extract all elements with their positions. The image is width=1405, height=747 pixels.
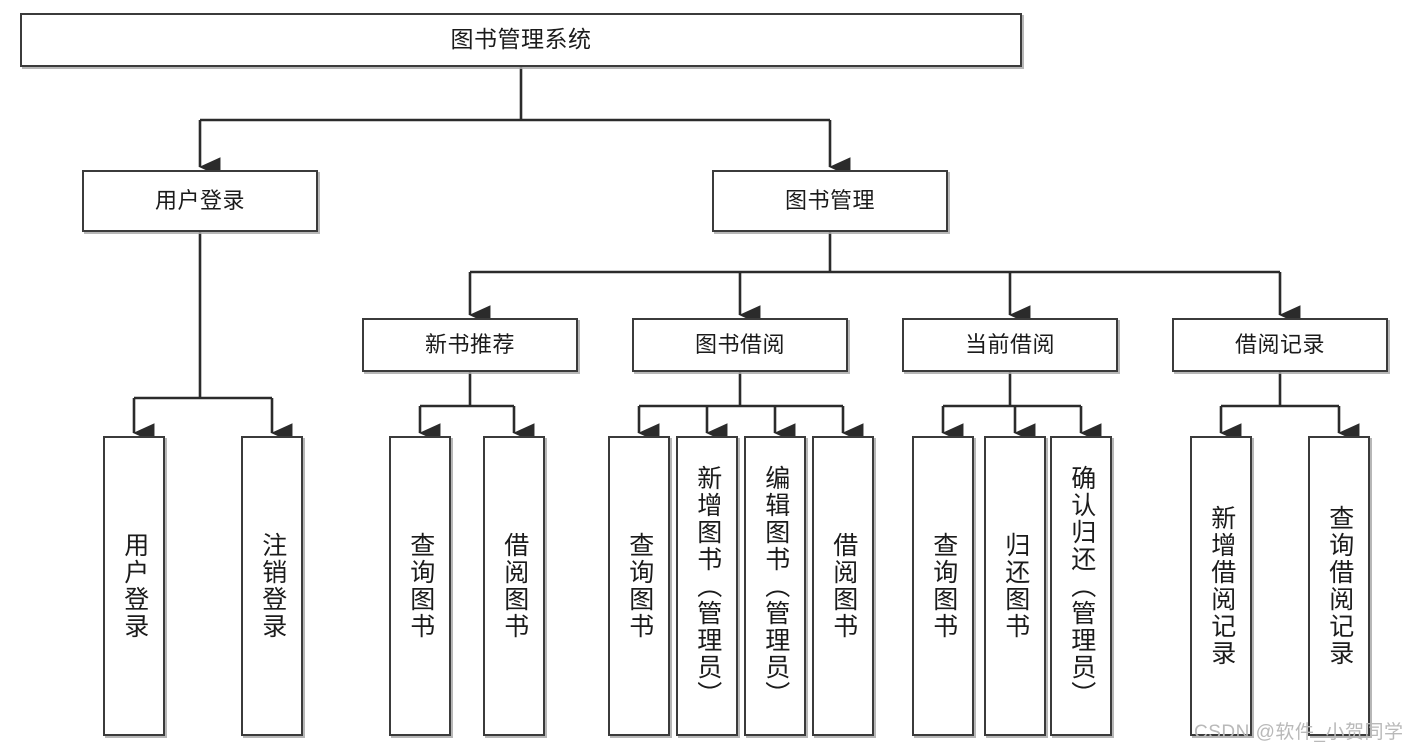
leaf-leaf-query-record[interactable]: 查询借阅记录	[1308, 436, 1370, 736]
leaf-leaf-add-record[interactable]: 新增借阅记录	[1190, 436, 1252, 736]
leaf-leaf-query-book-3[interactable]: 查询图书	[912, 436, 974, 736]
node-label: 新书推荐	[424, 332, 515, 358]
leaf-leaf-user-login[interactable]: 用户登录	[103, 436, 165, 736]
leaf-label: 查询图书	[625, 532, 654, 640]
node-label: 借阅记录	[1234, 332, 1325, 358]
node-new-book-recommend[interactable]: 新书推荐	[362, 318, 578, 372]
node-root[interactable]: 图书管理系统	[20, 13, 1022, 67]
leaf-label: 查询图书	[406, 532, 435, 640]
node-borrow-record[interactable]: 借阅记录	[1172, 318, 1388, 372]
node-label: 当前借阅	[964, 332, 1055, 358]
leaf-label: 新增借阅记录	[1207, 505, 1236, 667]
leaf-label: 注销登录	[258, 532, 287, 640]
leaf-leaf-confirm-return[interactable]: 确认归还（管理员）	[1050, 436, 1112, 736]
node-root-label: 图书管理系统	[450, 26, 592, 53]
leaf-leaf-edit-book[interactable]: 编辑图书（管理员）	[744, 436, 806, 736]
csdn-watermark: CSDN @软件_小贺同学	[1194, 722, 1404, 743]
leaf-leaf-query-book-2[interactable]: 查询图书	[608, 436, 670, 736]
leaf-leaf-query-book-1[interactable]: 查询图书	[389, 436, 451, 736]
leaf-label: 用户登录	[120, 532, 149, 640]
node-book-management[interactable]: 图书管理	[712, 170, 948, 232]
leaf-label: 新增图书（管理员）	[693, 464, 722, 708]
leaf-leaf-borrow-book-1[interactable]: 借阅图书	[483, 436, 545, 736]
node-label: 图书借阅	[694, 332, 785, 358]
leaf-label: 确认归还（管理员）	[1067, 464, 1096, 708]
leaf-label: 归还图书	[1001, 532, 1030, 640]
leaf-label: 查询借阅记录	[1325, 505, 1354, 667]
node-book-borrow[interactable]: 图书借阅	[632, 318, 848, 372]
leaf-leaf-logout[interactable]: 注销登录	[241, 436, 303, 736]
leaf-label: 编辑图书（管理员）	[761, 464, 790, 708]
node-label: 用户登录	[154, 188, 245, 214]
leaf-label: 借阅图书	[500, 532, 529, 640]
node-current-borrow[interactable]: 当前借阅	[902, 318, 1118, 372]
leaf-leaf-add-book[interactable]: 新增图书（管理员）	[676, 436, 738, 736]
leaf-label: 借阅图书	[829, 532, 858, 640]
leaf-leaf-return-book[interactable]: 归还图书	[984, 436, 1046, 736]
node-label: 图书管理	[784, 188, 875, 214]
leaf-label: 查询图书	[929, 532, 958, 640]
leaf-leaf-borrow-book-2[interactable]: 借阅图书	[812, 436, 874, 736]
node-user-login[interactable]: 用户登录	[82, 170, 318, 232]
